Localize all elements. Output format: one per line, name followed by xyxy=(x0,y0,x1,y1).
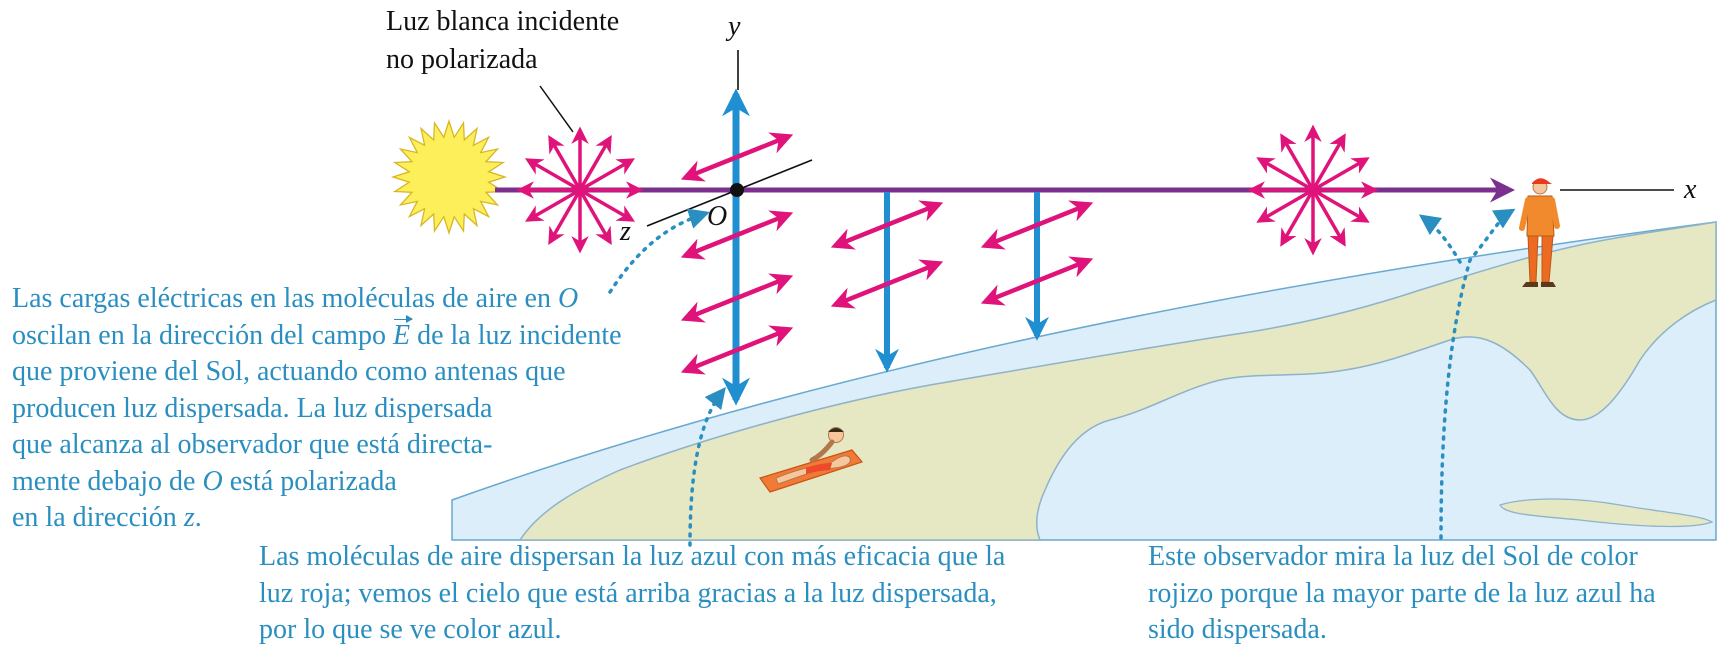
z-axis-line xyxy=(646,159,813,227)
caption-right-line1: Este observador mira la luz del Sol de c… xyxy=(1148,541,1638,572)
incident-light-label: Luz blanca incidente no polarizada xyxy=(386,3,619,79)
z-efield-arrow-2b xyxy=(680,232,738,260)
caption-middle: Las moléculas de aire dispersan la luz a… xyxy=(259,539,1005,649)
map-island xyxy=(1499,498,1714,528)
z-efield-arrow-3a xyxy=(736,273,794,301)
x-axis-label: x xyxy=(1683,174,1697,205)
transmitted-efield-arrow-2 xyxy=(1311,133,1346,191)
sunbather-icon xyxy=(759,427,864,493)
caption-left-line7-end: . xyxy=(194,502,202,533)
incident-efield-arrow-11 xyxy=(548,135,582,191)
caption-left-line6: mente debajo de xyxy=(12,465,203,497)
incident-label-line1: Luz blanca incidente xyxy=(386,6,620,37)
caption-left-line2-end: de la luz incidente xyxy=(410,319,622,351)
caption-left-line4: producen luz dispersada. La luz dispersa… xyxy=(12,392,493,424)
z-efield-arrow-1a xyxy=(736,132,794,160)
incident-efield-arrow-10 xyxy=(578,189,612,245)
z-efield-arrow-6b xyxy=(830,281,888,309)
caption-right-line3: sido dispersada. xyxy=(1148,614,1327,645)
incident-efield-star xyxy=(516,126,644,254)
z-efield-arrow-8b xyxy=(980,278,1038,306)
z-efield-arrow-3b xyxy=(680,295,738,323)
z-efield-arrow-7b xyxy=(980,222,1038,250)
callout-left xyxy=(608,208,710,294)
efield-vector-symbol: E xyxy=(393,314,414,355)
ground-map xyxy=(451,221,1717,541)
caption-left-z: z xyxy=(183,502,195,533)
callout-right-branch xyxy=(1418,214,1462,264)
z-efield-arrow-5b xyxy=(830,222,888,250)
incident-efield-arrow-8 xyxy=(579,188,635,222)
z-efield-arrow-7a xyxy=(1036,200,1094,228)
transmitted-efield-arrow-8 xyxy=(1312,188,1370,223)
sun-icon xyxy=(390,118,508,236)
caption-middle-line1: Las moléculas de aire dispersan la luz a… xyxy=(259,541,1006,572)
incident-efield-arrow-9 xyxy=(525,158,581,192)
incident-efield-arrow-4 xyxy=(579,158,635,192)
incident-efield-arrow-5 xyxy=(525,188,581,222)
transmitted-efield-star xyxy=(1247,124,1379,256)
z-polarized-efield-arrows xyxy=(680,132,1094,375)
caption-left-origin-2: O xyxy=(202,465,223,497)
caption-left-line7: en la dirección xyxy=(12,502,184,533)
caption-left-line5: que alcanza al observador que está direc… xyxy=(12,429,493,460)
caption-right-line2: rojizo porque la mayor parte de la luz a… xyxy=(1148,577,1656,609)
z-efield-arrow-6a xyxy=(886,259,944,287)
transmitted-efield-arrow-11 xyxy=(1280,133,1315,191)
callout-right xyxy=(1439,208,1516,540)
caption-left-line1: Las cargas eléctricas en las moléculas d… xyxy=(12,283,558,314)
z-efield-arrow-1b xyxy=(680,154,738,182)
incident-efield-arrow-3 xyxy=(548,189,582,245)
caption-right: Este observador mira la luz del Sol de c… xyxy=(1148,539,1656,649)
z-efield-arrow-5a xyxy=(886,200,944,228)
incident-label-line2: no polarizada xyxy=(386,44,538,75)
incident-label-leader xyxy=(539,85,574,133)
caption-middle-line2: luz roja; vemos el cielo que está arriba… xyxy=(259,577,997,609)
origin-point xyxy=(730,183,744,197)
y-axis-label: y xyxy=(725,11,741,42)
caption-left-line3: que proviene del Sol, actuando como ante… xyxy=(12,356,566,387)
z-axis-label: z xyxy=(619,216,631,247)
z-efield-arrow-4a xyxy=(736,325,794,353)
caption-left-line6-end: está polarizada xyxy=(222,465,397,497)
caption-middle-line3: por lo que se ve color azul. xyxy=(259,614,562,645)
incident-efield-arrow-2 xyxy=(578,135,612,191)
caption-left-line2: oscilan en la dirección del campo xyxy=(12,319,393,351)
z-efield-arrow-4b xyxy=(680,347,738,375)
callout-middle xyxy=(688,387,726,547)
z-efield-arrow-8a xyxy=(1036,256,1094,284)
caption-left-origin-1: O xyxy=(558,283,579,314)
transmitted-efield-arrow-3 xyxy=(1280,189,1315,247)
z-efield-arrow-2a xyxy=(736,210,794,238)
caption-left: Las cargas eléctricas en las moléculas d… xyxy=(12,281,622,537)
observer-icon xyxy=(1519,178,1560,287)
transmitted-efield-arrow-10 xyxy=(1311,189,1346,247)
transmitted-efield-arrow-4 xyxy=(1312,157,1370,192)
transmitted-efield-arrow-9 xyxy=(1256,157,1314,192)
transmitted-efield-arrow-5 xyxy=(1256,188,1314,223)
origin-label: O xyxy=(707,201,727,232)
